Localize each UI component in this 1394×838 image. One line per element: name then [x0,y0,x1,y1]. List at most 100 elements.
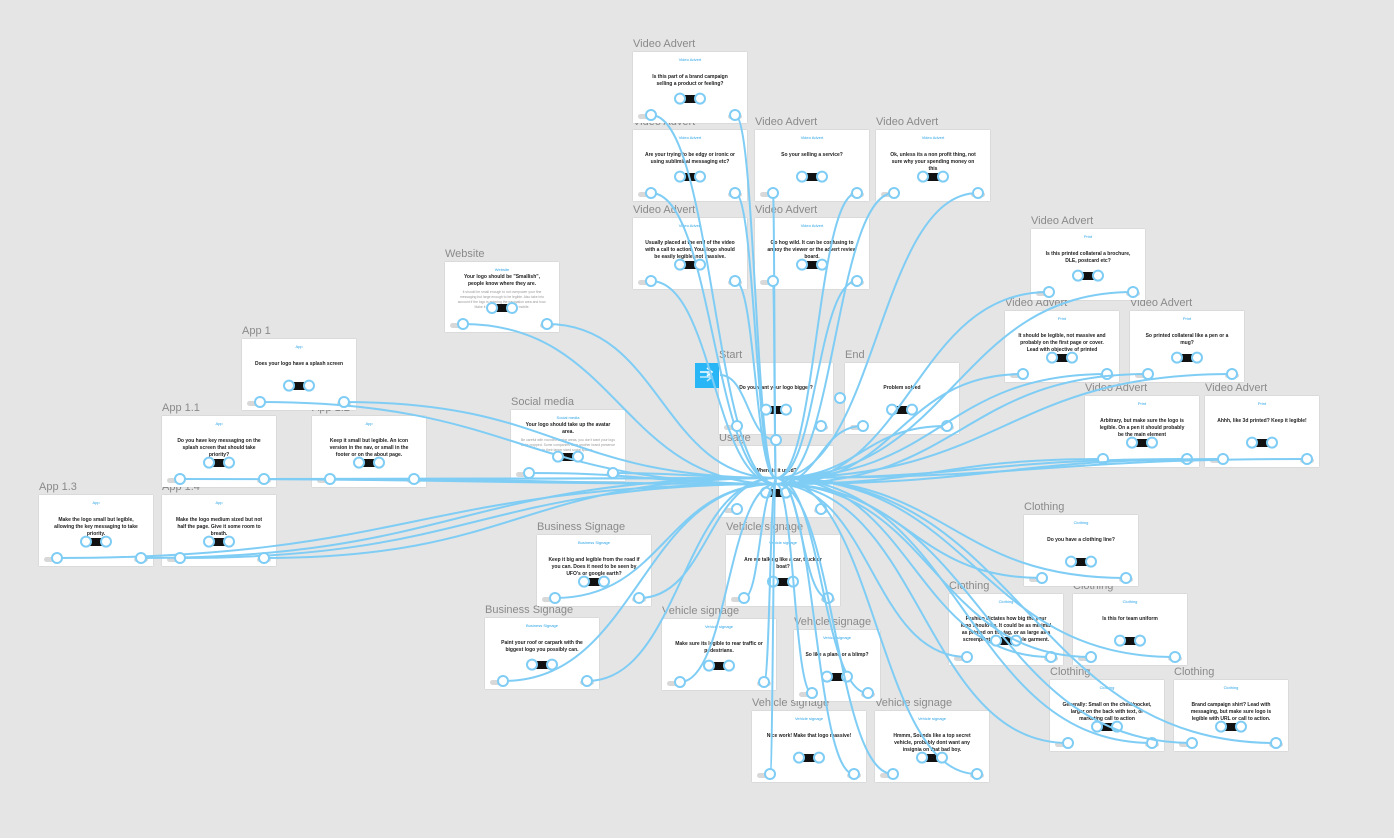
next-button[interactable] [814,425,828,430]
card-start[interactable]: Do you want your logo bigger? [719,363,833,434]
connector-end-in[interactable] [834,392,846,404]
answer-toggle[interactable] [798,172,826,181]
connector-usage-top[interactable] [770,434,782,446]
next-button[interactable] [1145,742,1159,747]
back-button[interactable] [880,773,892,778]
back-button[interactable] [167,478,179,483]
back-button[interactable] [954,656,966,661]
answer-toggle[interactable] [1217,722,1245,731]
back-button[interactable] [1010,373,1022,378]
back-button[interactable] [1029,577,1041,582]
next-button[interactable] [940,425,954,430]
answer-toggle[interactable] [918,753,946,762]
next-button[interactable] [1126,291,1140,296]
back-button[interactable] [44,557,56,562]
next-button[interactable] [1119,577,1133,582]
answer-toggle[interactable] [528,660,556,669]
answer-toggle[interactable] [82,537,110,546]
answer-toggle[interactable] [676,172,704,181]
next-button[interactable] [257,557,271,562]
back-button[interactable] [638,114,650,119]
answer-toggle[interactable] [762,488,790,497]
next-button[interactable] [407,478,421,483]
back-button[interactable] [1078,656,1090,661]
answer-toggle[interactable] [798,260,826,269]
back-button[interactable] [1179,742,1191,747]
card-end[interactable]: Problem solved [845,363,959,434]
next-button[interactable] [814,508,828,513]
back-button[interactable] [760,192,772,197]
answer-toggle[interactable] [795,753,823,762]
back-button[interactable] [667,681,679,686]
next-button[interactable] [1168,656,1182,661]
next-button[interactable] [757,681,771,686]
back-button[interactable] [247,401,259,406]
back-button[interactable] [516,472,528,477]
back-button[interactable] [724,425,736,430]
back-button[interactable] [1036,291,1048,296]
answer-toggle[interactable] [888,405,916,414]
next-button[interactable] [970,773,984,778]
back-button[interactable] [490,680,502,685]
next-button[interactable] [971,192,985,197]
answer-toggle[interactable] [205,458,233,467]
card-usage[interactable]: Where is it used? [719,446,833,517]
next-button[interactable] [850,280,864,285]
answer-toggle[interactable] [823,672,851,681]
next-button[interactable] [847,773,861,778]
answer-toggle[interactable] [1116,636,1144,645]
next-button[interactable] [540,323,554,328]
back-button[interactable] [757,773,769,778]
answer-toggle[interactable] [992,636,1020,645]
next-button[interactable] [821,597,835,602]
back-button[interactable] [1135,373,1147,378]
back-button[interactable] [450,323,462,328]
answer-toggle[interactable] [676,94,704,103]
back-button[interactable] [760,280,772,285]
back-button[interactable] [731,597,743,602]
next-button[interactable] [1044,656,1058,661]
answer-toggle[interactable] [762,405,790,414]
answer-toggle[interactable] [1067,557,1095,566]
next-button[interactable] [728,280,742,285]
back-button[interactable] [1090,458,1102,463]
next-button[interactable] [1300,458,1314,463]
answer-toggle[interactable] [554,452,582,461]
back-button[interactable] [799,692,811,697]
next-button[interactable] [728,114,742,119]
next-button[interactable] [606,472,620,477]
back-button[interactable] [881,192,893,197]
next-button[interactable] [580,680,594,685]
next-button[interactable] [337,401,351,406]
answer-toggle[interactable] [705,661,733,670]
answer-toggle[interactable] [580,577,608,586]
next-button[interactable] [1100,373,1114,378]
next-button[interactable] [850,192,864,197]
back-button[interactable] [1210,458,1222,463]
answer-toggle[interactable] [355,458,383,467]
back-button[interactable] [638,280,650,285]
